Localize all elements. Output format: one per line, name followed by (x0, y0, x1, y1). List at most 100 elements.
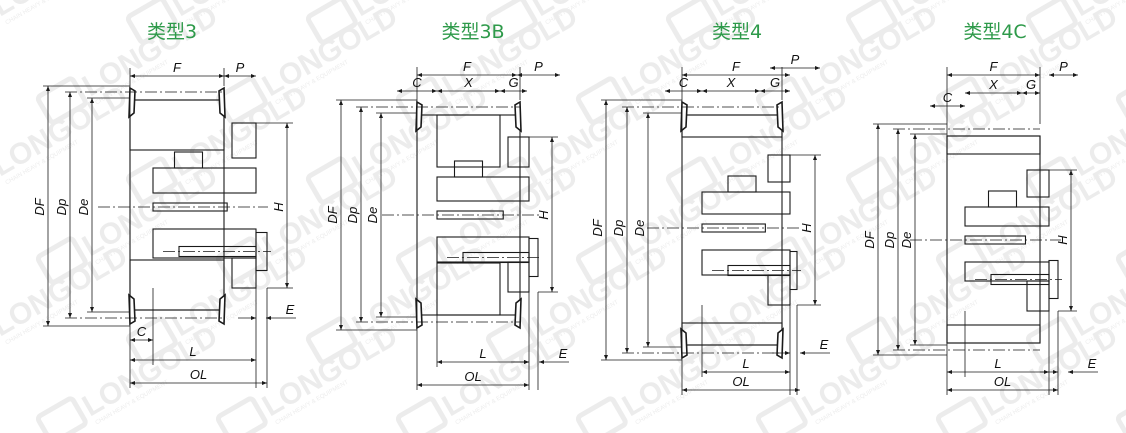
watermark-brand: LONGOLD (797, 319, 943, 423)
watermark-logo-mark (755, 76, 808, 125)
dimension-label-g: G (508, 75, 518, 90)
dimension-label-f: F (990, 59, 999, 74)
dimension-label-df: DF (325, 205, 340, 223)
dimension-label-de: De (899, 232, 914, 249)
watermark-logo-mark (575, 396, 628, 433)
flange-disc (415, 297, 423, 330)
dimension-label-dp: Dp (345, 207, 360, 224)
flange-disc (128, 293, 136, 326)
watermark-logo-mark (665, 0, 718, 45)
watermark-logo-mark (125, 0, 178, 45)
watermark-logo-mark (35, 396, 88, 433)
diagram-title: 类型3 (147, 21, 197, 43)
key (173, 151, 204, 169)
hub-flange-top (231, 122, 257, 159)
dimension-label-df: DF (590, 218, 605, 236)
dimension-label-h: H (1055, 235, 1070, 245)
dimension-label-de: De (632, 220, 647, 237)
watermark-brand: LONGOLD (77, 0, 223, 103)
watermark-logo-mark (1025, 316, 1078, 365)
watermark-logo-mark (1025, 0, 1078, 45)
key (453, 160, 484, 178)
watermark-brand: LONGOLD (617, 319, 763, 423)
rim-section-top (436, 114, 501, 168)
watermark-logo-mark (1115, 396, 1126, 433)
dimension-label-f: F (463, 59, 472, 74)
watermark-brand: LONGOLD (977, 319, 1123, 423)
dimension-label-e: E (1088, 356, 1097, 371)
dimension-label-de: De (365, 207, 380, 224)
watermark-logo-mark (215, 396, 268, 433)
watermark-brand: LONGOLD (347, 239, 493, 343)
watermark-logo-mark (305, 316, 358, 365)
dimension-label-f: F (173, 60, 182, 75)
dimension-label-ol: OL (464, 369, 481, 384)
diagram-title: 类型4C (963, 21, 1026, 43)
dimension-label-h: H (271, 202, 286, 212)
dimension-label-ol: OL (732, 374, 749, 389)
watermark-brand: LONGOLD (617, 0, 763, 103)
dimension-label-p: P (534, 59, 543, 74)
dimension-label-x: X (463, 75, 474, 90)
flange-disc (218, 86, 226, 119)
dimension-label-h: H (799, 223, 814, 233)
watermark-logo-mark (125, 316, 178, 365)
watermark-logo-mark (935, 76, 988, 125)
watermark-brand: LONGOLD (527, 239, 673, 343)
watermark-logo-mark (575, 236, 628, 285)
dimension-label-x: X (988, 77, 999, 92)
watermark-brand: LONGOLD (257, 319, 403, 423)
taper-bush-top (152, 167, 257, 194)
flange-disc (680, 100, 688, 133)
dimension-label-p: P (791, 52, 800, 67)
watermark-brand: LONGOLD (977, 0, 1123, 103)
watermark-logo-mark (755, 236, 808, 285)
flange-disc (680, 327, 688, 360)
watermark-logo-mark (485, 156, 538, 205)
dimension-label-p: P (236, 60, 245, 75)
watermark-brand: LONGOLD (887, 239, 1033, 343)
watermark-brand: LONGOLD (167, 239, 313, 343)
hub-flange-bottom (1026, 280, 1050, 312)
dimension-label-dp: Dp (54, 199, 69, 216)
flange-disc (218, 293, 226, 326)
dimension-label-l: L (994, 356, 1001, 371)
watermark-brand: LONGOLD (257, 0, 403, 103)
dimension-label-c: C (412, 75, 422, 90)
rim-section-bottom (946, 324, 1041, 344)
key (987, 190, 1018, 208)
watermark-logo-mark (665, 316, 718, 365)
dimension-label-ol: OL (190, 367, 207, 382)
watermark-brand: LONGOLD (887, 79, 1033, 183)
flange-disc (514, 100, 522, 133)
dimension-label-g: G (770, 75, 780, 90)
dimension-label-de: De (76, 199, 91, 216)
dimension-label-e: E (559, 346, 568, 361)
watermark-logo-mark (755, 396, 808, 433)
dimension-label-f: F (732, 59, 741, 74)
watermark-brand: LONGOLD (797, 0, 943, 103)
flange-disc (776, 100, 784, 133)
dimension-label-l: L (189, 344, 196, 359)
watermark-brand: LONGOLD (707, 79, 853, 183)
watermark-logo-mark (395, 396, 448, 433)
hub-flange-bottom (231, 257, 257, 289)
watermark-logo-mark (1115, 236, 1126, 285)
watermark-brand: LONGOLD (617, 159, 763, 263)
dimension-label-e: E (286, 302, 295, 317)
key (727, 175, 757, 193)
watermark-logo-mark (305, 0, 358, 45)
hub-flange-top (767, 154, 791, 183)
diagram-title: 类型4 (712, 21, 762, 43)
flange-disc (415, 100, 423, 133)
diagram-title: 类型3B (441, 21, 504, 43)
